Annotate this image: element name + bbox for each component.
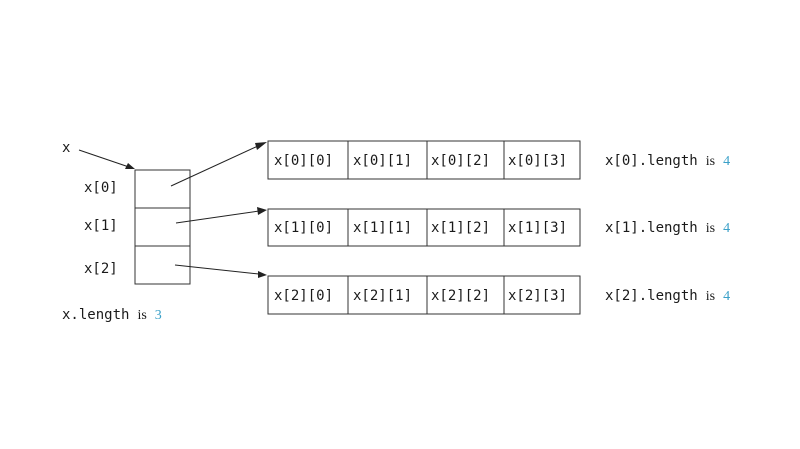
- outer-slot-0: [134, 169, 191, 209]
- row-array-2: x[2][0] x[2][1] x[2][2] x[2][3]: [267, 275, 581, 315]
- outer-length-word: is: [137, 308, 146, 323]
- cell-0-2: [426, 140, 505, 180]
- row-array-1: x[1][0] x[1][1] x[1][2] x[1][3]: [267, 208, 581, 247]
- row-arrow-line-1: [175, 210, 260, 224]
- outer-label-1: x[1]: [84, 218, 118, 234]
- variable-label: x: [62, 140, 70, 156]
- row-arrow-head-2: [258, 271, 267, 278]
- row-arrow-line-0: [170, 144, 261, 187]
- row-arrow-0: [170, 142, 267, 187]
- outer-label-2: x[2]: [84, 261, 118, 277]
- cell-2-1-label: x[2][1]: [353, 288, 412, 304]
- cell-1-3: [503, 208, 581, 247]
- row-arrow-head-1: [257, 207, 267, 215]
- row-0-length-word: is: [706, 154, 715, 169]
- cell-0-3-label: x[0][3]: [508, 153, 567, 169]
- row-1-length-word: is: [706, 221, 715, 236]
- row-0-length-caption: x[0].length is 4: [605, 152, 730, 169]
- cell-0-0: [267, 140, 349, 180]
- outer-array: [134, 169, 191, 285]
- cell-2-0-label: x[2][0]: [274, 288, 333, 304]
- row-0-length-value: 4: [723, 154, 730, 169]
- cell-1-2-label: x[1][2]: [431, 220, 490, 236]
- cell-0-2-label: x[0][2]: [431, 153, 490, 169]
- outer-slot-2: [134, 245, 191, 285]
- row-2-length-value: 4: [723, 289, 730, 304]
- row-0-length-code: x[0].length: [605, 153, 698, 169]
- row-arrow-head-0: [255, 142, 267, 150]
- cell-2-2: [426, 275, 505, 315]
- row-2-length-caption: x[2].length is 4: [605, 287, 730, 304]
- cell-2-1: [347, 275, 428, 315]
- cell-1-0-label: x[1][0]: [274, 220, 333, 236]
- row-array-0: x[0][0] x[0][1] x[0][2] x[0][3]: [267, 140, 581, 180]
- cell-1-1-label: x[1][1]: [353, 220, 412, 236]
- row-1-length-code: x[1].length: [605, 220, 698, 236]
- row-2-length-code: x[2].length: [605, 288, 698, 304]
- outer-length-code: x.length: [62, 307, 129, 323]
- cell-2-0: [267, 275, 349, 315]
- outer-length-value: 3: [155, 308, 162, 323]
- row-arrow-2: [174, 264, 267, 278]
- variable-arrow-line: [78, 149, 130, 168]
- cell-0-1-label: x[0][1]: [353, 153, 412, 169]
- outer-slot-1: [134, 207, 191, 247]
- row-arrow-line-2: [174, 264, 260, 275]
- row-arrow-1: [175, 207, 267, 224]
- cell-1-1: [347, 208, 428, 247]
- row-2-length-word: is: [706, 289, 715, 304]
- cell-2-3: [503, 275, 581, 315]
- row-1-length-value: 4: [723, 221, 730, 236]
- cell-0-3: [503, 140, 581, 180]
- row-1-length-caption: x[1].length is 4: [605, 219, 730, 236]
- outer-length-caption: x.length is 3: [62, 306, 162, 323]
- outer-label-0: x[0]: [84, 180, 118, 196]
- cell-0-0-label: x[0][0]: [274, 153, 333, 169]
- cell-2-2-label: x[2][2]: [431, 288, 490, 304]
- cell-1-3-label: x[1][3]: [508, 220, 567, 236]
- cell-0-1: [347, 140, 428, 180]
- variable-arrow-head: [125, 163, 135, 169]
- cell-2-3-label: x[2][3]: [508, 288, 567, 304]
